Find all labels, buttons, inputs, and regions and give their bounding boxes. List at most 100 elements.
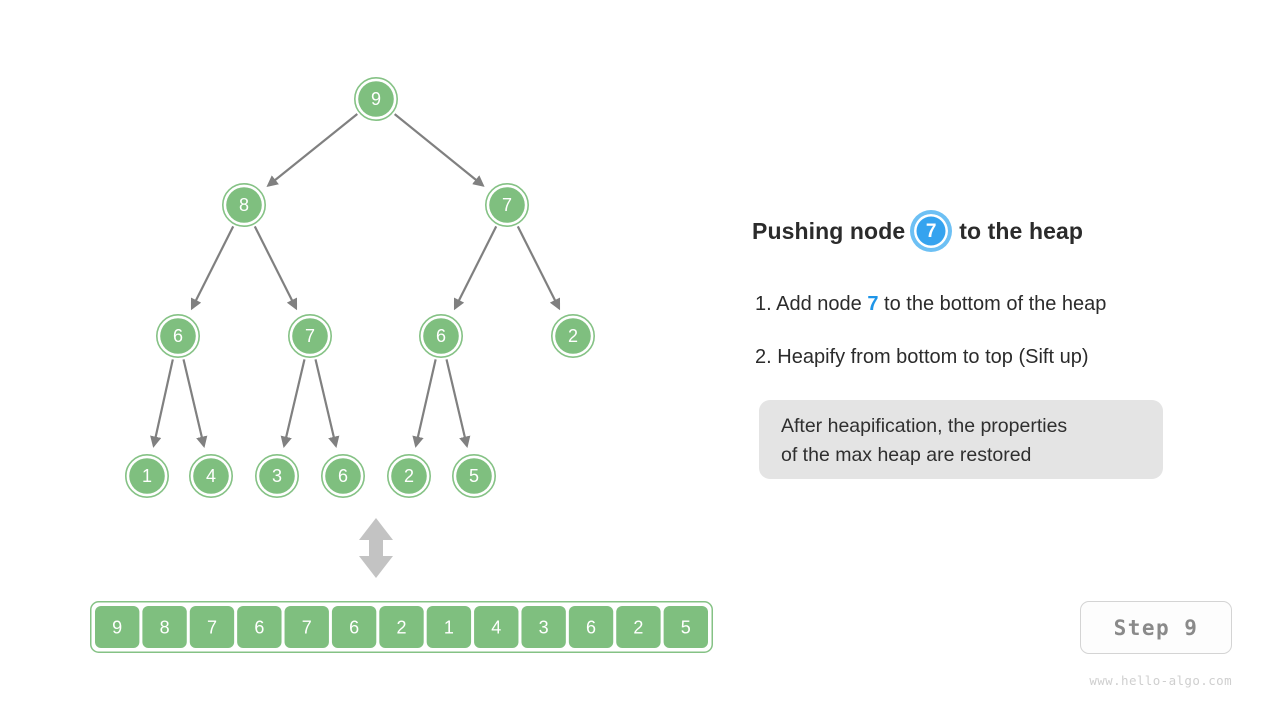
tree-nodes: 9 8 7 6 7 6 2 1 4 3 6 2 5 [125, 77, 595, 498]
tree-node-ring [484, 183, 529, 228]
array-cell: 8 [142, 606, 187, 648]
tree-node-value: 5 [469, 466, 479, 486]
tree-node: 5 [451, 453, 496, 498]
array-cell: 2 [616, 606, 661, 648]
array-cell-value: 6 [254, 617, 264, 637]
array-cell: 7 [284, 606, 329, 648]
tree-edges [150, 113, 561, 448]
tree-node-ring [287, 313, 332, 358]
tree-node-ring [451, 453, 496, 498]
array-cell-value: 6 [349, 617, 359, 637]
step-2-index: 2. [755, 346, 772, 368]
array-cell-box [426, 606, 472, 648]
tree-node: 2 [386, 453, 431, 498]
tree-node-disc [358, 81, 394, 117]
tree-edge [314, 359, 340, 448]
step-1-before: Add node [776, 293, 862, 315]
array-cell-value: 1 [444, 617, 454, 637]
array-outer-border [90, 601, 713, 653]
array-cell-value: 8 [160, 617, 170, 637]
tree-node-ring [189, 453, 234, 498]
array-cell-value: 2 [396, 617, 406, 637]
step-2-before: Heapify from bottom to top (Sift up) [777, 346, 1089, 368]
tree-node-disc [489, 187, 525, 223]
note-line-2: of the max heap are restored [781, 444, 1032, 466]
tree-node-ring [222, 183, 267, 228]
tree-edge [266, 113, 358, 187]
tree-node: 8 [222, 183, 267, 228]
tree-node-value: 2 [404, 466, 414, 486]
tree-node-ring [255, 453, 300, 498]
tree-node-ring [386, 453, 431, 498]
array-cell-box [189, 606, 235, 648]
tree-node: 6 [320, 453, 365, 498]
tree-node-value: 1 [142, 466, 152, 486]
tree-node-disc [259, 458, 295, 494]
step-counter-badge: Step 9 [1080, 601, 1232, 654]
tree-node: 6 [418, 313, 463, 358]
array-cell-box [474, 606, 519, 648]
tree-edge [516, 225, 561, 311]
tree-node-ring [125, 453, 170, 498]
tree-node: 9 [353, 77, 398, 122]
tree-node-disc [160, 318, 196, 354]
tree-node: 6 [156, 313, 201, 358]
heading-prefix: Pushing node [752, 217, 906, 244]
tree-node-value: 7 [305, 326, 315, 346]
watermark-text: www.hello-algo.com [1089, 673, 1232, 688]
tree-edge [393, 113, 485, 187]
tree-edge [445, 359, 471, 448]
tree-edge [280, 359, 306, 448]
tree-node-value: 2 [568, 326, 578, 346]
step-1-index: 1. [755, 293, 772, 315]
tree-node-ring [320, 453, 365, 498]
tree-node-ring [156, 313, 201, 358]
tree-edge [453, 225, 498, 311]
array-cell-value: 4 [491, 617, 501, 637]
tree-edge [412, 359, 437, 448]
array-cell-box [663, 606, 708, 648]
array-cell-box [237, 606, 282, 648]
array-cell: 6 [331, 606, 377, 648]
array-cell: 6 [237, 606, 282, 648]
double-arrow-vertical-icon [359, 518, 393, 578]
tree-node-value: 7 [502, 195, 512, 215]
tree-node: 7 [287, 313, 332, 358]
array-cell-box [521, 606, 566, 648]
tree-node-value: 6 [436, 326, 446, 346]
array-cell-box [284, 606, 329, 648]
tree-node-value: 3 [272, 466, 282, 486]
tree-node-value: 4 [206, 466, 216, 486]
array-cell-box [616, 606, 661, 648]
tree-node-disc [193, 458, 229, 494]
tree-edge [182, 359, 208, 448]
tree-node-disc [226, 187, 262, 223]
tree-node-disc [129, 458, 165, 494]
tree-edge [150, 359, 174, 448]
tree-node-ring [353, 77, 398, 122]
tree-node-disc [391, 458, 427, 494]
tree-node-value: 8 [239, 195, 249, 215]
array-cell-box [142, 606, 187, 648]
array-cell: 4 [474, 606, 519, 648]
explanation-panel: Pushing node 7 to the heap 1. Add node 7… [752, 0, 1280, 720]
array-cell-value: 5 [681, 617, 691, 637]
tree-node: 4 [189, 453, 234, 498]
array-cell-value: 6 [586, 617, 596, 637]
instruction-step-2: 2. Heapify from bottom to top (Sift up) [755, 347, 1089, 367]
tree-node: 7 [484, 183, 529, 228]
array-cell: 1 [426, 606, 472, 648]
tree-node-disc [325, 458, 361, 494]
array-cell-box [95, 606, 140, 648]
tree-node: 3 [255, 453, 300, 498]
tree-node-disc [292, 318, 328, 354]
tree-node-ring [418, 313, 463, 358]
tree-node-disc [423, 318, 459, 354]
tree-node: 2 [550, 313, 595, 358]
tree-node-value: 6 [338, 466, 348, 486]
array-cell: 6 [568, 606, 614, 648]
heading-suffix: to the heap [959, 217, 1084, 244]
array-cell-value: 3 [539, 617, 549, 637]
instruction-step-1: 1. Add node 7 to the bottom of the heap [755, 294, 1106, 314]
